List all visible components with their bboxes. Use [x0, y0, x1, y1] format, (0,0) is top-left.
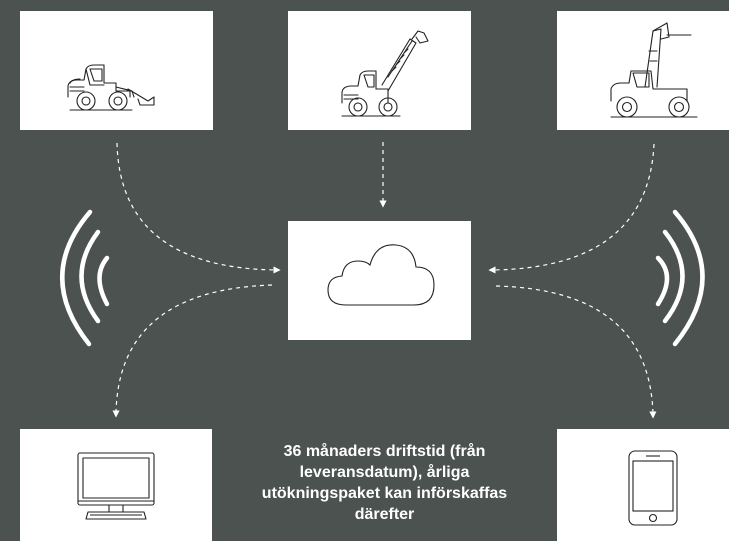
smartphone-card	[557, 429, 729, 541]
telescopic-wheel-loader-card	[288, 11, 471, 130]
arrow-cloud-to-computer	[112, 284, 273, 418]
desktop-computer-card	[20, 429, 212, 541]
wheel-loader-card	[20, 11, 213, 130]
signal-wave-icon	[97, 255, 110, 307]
telescopic-wheel-loader-icon	[341, 30, 429, 117]
caption-text: 36 månaders driftstid (från leveransdatu…	[261, 443, 508, 523]
arrow-cloud-to-phone	[495, 285, 657, 419]
signal-wave-icon	[662, 229, 685, 324]
signal-wave-icon	[60, 209, 93, 347]
arrow-telescopic-to-cloud	[488, 143, 655, 274]
signal-wave-icon	[79, 229, 101, 324]
telehandler-card	[557, 11, 729, 130]
signal-wave-icon	[672, 209, 705, 347]
right-signal-waves	[655, 209, 705, 347]
wheel-loader-icon	[67, 64, 155, 111]
smartphone-icon	[628, 450, 678, 526]
cloud-icon	[327, 244, 435, 306]
cloud-card	[288, 221, 471, 340]
desktop-computer-icon	[77, 452, 155, 520]
telehandler-icon	[610, 22, 698, 118]
left-signal-waves	[60, 209, 110, 347]
arrow-loader-to-cloud	[116, 142, 281, 274]
signal-wave-icon	[655, 255, 670, 307]
